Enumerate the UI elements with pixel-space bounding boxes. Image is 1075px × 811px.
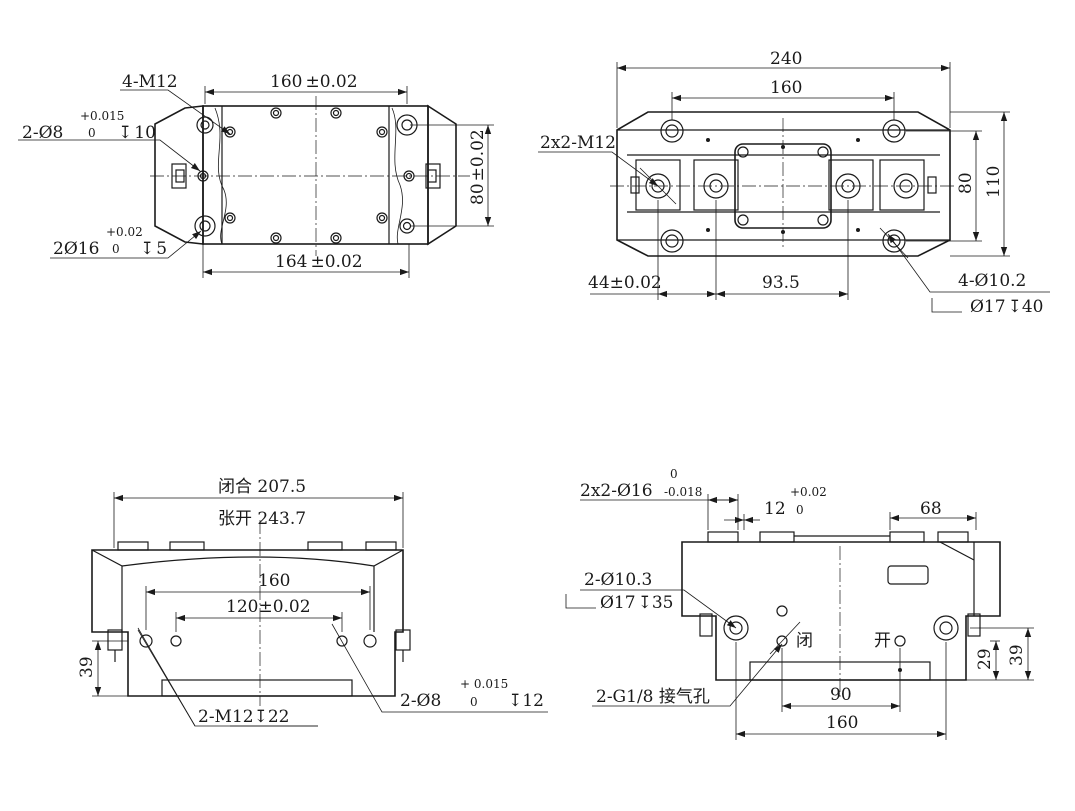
- tl-2d16-tol-low: 0: [112, 242, 120, 256]
- tr-d17-depth-icon: ↧: [1008, 297, 1022, 317]
- svg-text:↧5: ↧5: [140, 239, 167, 259]
- tl-dim-160: 160: [270, 72, 302, 92]
- tl-2d8-depth: 10: [134, 123, 156, 143]
- tl-2d16-num: 16: [78, 239, 100, 259]
- tr-dim-240: 240: [770, 49, 802, 69]
- br-dim-12-tol-low: 0: [796, 503, 804, 517]
- tr-dim-160: 160: [770, 78, 802, 98]
- tl-2d16-phi: Ø: [64, 239, 78, 259]
- tl-2d8-phi: Ø: [39, 123, 53, 143]
- br-dim-68: 68: [920, 499, 942, 519]
- tl-dim-80-tol: ±0.02: [468, 129, 488, 181]
- tr-label-d17-depth: 40: [1022, 297, 1044, 317]
- tl-dim-164-tol: ±0.02: [310, 252, 362, 272]
- bottom-left-outline: [91, 549, 404, 697]
- svg-text:↧10: ↧10: [118, 123, 156, 143]
- br-dim-39: 39: [1007, 644, 1027, 666]
- tr-dim-44: 44±0.02: [588, 273, 662, 293]
- bl-label-2d8-depth: 12: [522, 691, 544, 711]
- bl-dim-120: 120±0.02: [226, 597, 311, 617]
- br-label-d17-depth: 35: [652, 593, 674, 613]
- tl-2d8-tol-low: 0: [88, 126, 96, 140]
- tl-dim-80: 80: [468, 183, 488, 205]
- br-label-d17: Ø17: [600, 593, 636, 613]
- tl-2d16-prefix: 2: [53, 239, 64, 259]
- bl-2d8-depth-icon: ↧: [508, 691, 522, 711]
- bl-2d8-tol-low: 0: [470, 695, 478, 709]
- br-d17-depth-icon: ↧: [638, 593, 652, 613]
- bl-label-2m12: 2-M12: [198, 707, 254, 727]
- svg-text:↧12: ↧12: [508, 691, 544, 711]
- view-bottom-left: 闭合 207.5 张开 243.7 160 120±0.02 39 2-M12↧…: [77, 477, 548, 727]
- br-label-2d103: 2-Ø10.3: [584, 570, 652, 590]
- tr-label-4d102: 4-Ø10.2: [958, 271, 1026, 291]
- tl-2d16-depth: 5: [156, 239, 167, 259]
- svg-text:Ø17↧35: Ø17↧35: [600, 593, 673, 613]
- tl-dim-160-tol: ±0.02: [305, 72, 357, 92]
- br-open-label: 开: [874, 631, 891, 651]
- tl-2d8-prefix: 2-: [22, 123, 39, 143]
- br-dim-90: 90: [830, 685, 852, 705]
- top-right-outline: [616, 111, 951, 257]
- tl-dim-164: 164: [275, 252, 307, 272]
- svg-text:2Ø16: 2Ø16: [53, 239, 99, 259]
- br-label-2x2d16: 2x2-Ø16: [580, 481, 653, 501]
- tl-2d8-depth-icon: ↧: [118, 123, 132, 143]
- br-dim-29: 29: [975, 648, 995, 670]
- br-label-g18: 2-G1/8 接气孔: [596, 687, 710, 707]
- br-2x2d16-tol-up: 0: [670, 467, 678, 481]
- br-2x2d16-tol-low: -0.018: [664, 485, 702, 499]
- svg-text:164±0.02: 164±0.02: [275, 252, 363, 272]
- bl-2d8-tol-up: + 0.015: [460, 677, 508, 691]
- tr-label-2x2m12: 2x2-M12: [540, 133, 616, 153]
- br-dim-12: 12: [764, 499, 786, 519]
- svg-text:160±0.02: 160±0.02: [270, 72, 358, 92]
- bl-open-label: 张开 243.7: [218, 509, 306, 529]
- svg-text:80±0.02: 80±0.02: [468, 129, 488, 205]
- tl-label-4m12: 4-M12: [122, 72, 178, 92]
- bl-label-2m12-depth: 22: [268, 707, 290, 727]
- tr-dim-80: 80: [956, 172, 976, 194]
- br-dim-160: 160: [826, 713, 858, 733]
- tl-2d8-num: 8: [53, 123, 64, 143]
- bl-closed-label: 闭合 207.5: [218, 477, 306, 497]
- bl-label-2d8: 2-Ø8: [400, 691, 441, 711]
- tr-dim-110: 110: [984, 166, 1004, 198]
- tr-label-d17: Ø17: [970, 297, 1006, 317]
- bl-2m12-depth-icon: ↧: [254, 707, 268, 727]
- tr-dim-935: 93.5: [762, 273, 800, 293]
- svg-text:2-M12↧22: 2-M12↧22: [198, 707, 290, 727]
- tl-2d16-depth-icon: ↧: [140, 239, 154, 259]
- tl-2d8-tol-up: +0.015: [80, 109, 124, 123]
- bl-dim-39: 39: [77, 656, 97, 678]
- view-top-right: 240 160 80 110 44±0.02 93.5 2x2-M12 4-Ø1…: [538, 49, 1050, 317]
- svg-text:Ø17↧40: Ø17↧40: [970, 297, 1043, 317]
- bottom-right-outline: [681, 541, 1001, 681]
- br-close-label: 闭: [796, 631, 813, 651]
- view-bottom-right: 2x2-Ø16 0 -0.018 12 +0.02 0 68 29 39 90 …: [565, 467, 1034, 740]
- bl-dim-160: 160: [258, 571, 290, 591]
- br-dim-12-tol-up: +0.02: [790, 485, 827, 499]
- svg-text:2-Ø8: 2-Ø8: [22, 123, 63, 143]
- view-top-left: 160±0.02 164±0.02 80±0.02 4-M12 2-Ø8 +0.…: [18, 72, 494, 278]
- tl-2d16-tol-up: +0.02: [106, 225, 143, 239]
